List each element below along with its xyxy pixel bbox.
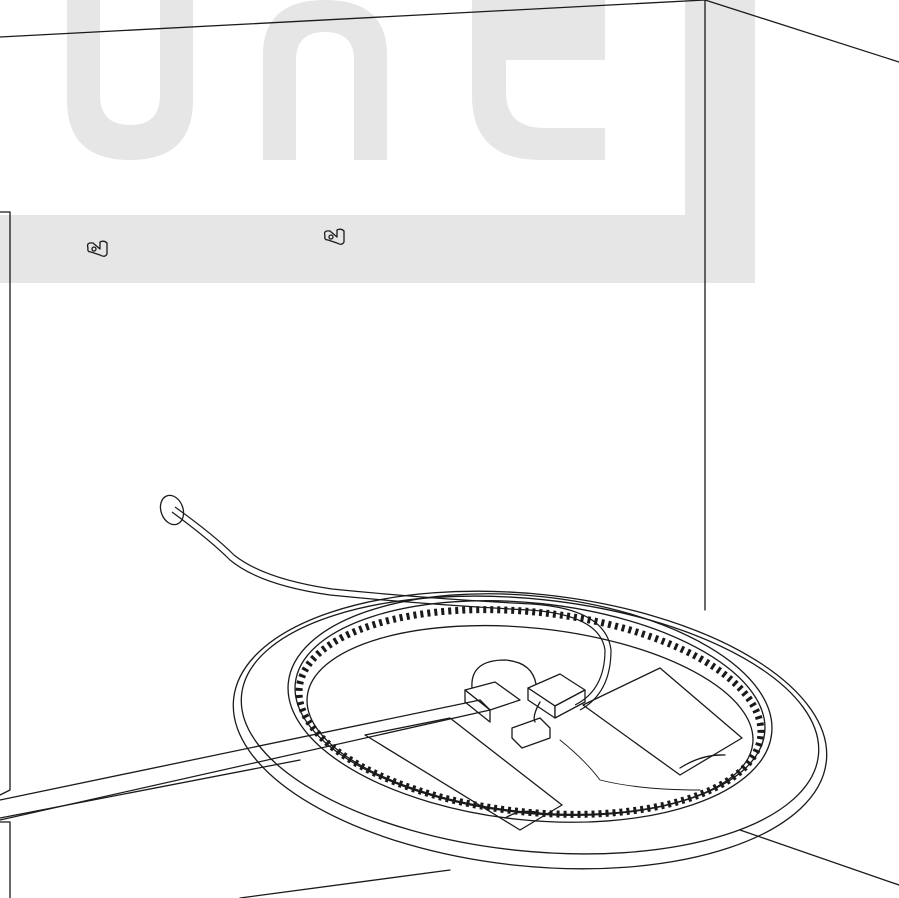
led-strip (295, 606, 765, 818)
mirror-back-frame-inner (294, 600, 766, 816)
mounting-plate-right-slot (679, 754, 726, 769)
bottom-floor-line (239, 869, 451, 898)
mounting-hook-right (323, 228, 345, 245)
terminal-block (511, 717, 551, 749)
wall-top-edge (0, 0, 706, 38)
wall-outlet (159, 494, 185, 526)
link-cable (533, 701, 541, 723)
brand-watermark (0, 0, 755, 283)
power-cable-inner (174, 506, 612, 711)
mirror-back-panel (306, 624, 754, 816)
watermark-letter-e (472, 0, 605, 160)
watermark-letter-n (263, 0, 387, 160)
mounting-plates (364, 667, 743, 831)
mirror-back-frame-outer (287, 593, 773, 823)
mounting-plate-right (582, 667, 743, 776)
driver-box-front (554, 689, 586, 719)
side-wall-top-edge (704, 0, 899, 63)
mounting-plate-left-slot (504, 810, 541, 819)
mounting-plate-left (364, 717, 563, 831)
panel-edge (0, 699, 491, 821)
mirror-outer-rim (232, 590, 828, 870)
mounting-hooks (86, 228, 345, 257)
plate-wire (559, 739, 701, 791)
watermark-band (0, 0, 755, 283)
power-cable-outer (171, 511, 606, 706)
driver-cable (471, 659, 537, 689)
round-mirror-back (232, 590, 828, 870)
diagonal-panel (0, 699, 491, 821)
mirror-rim-inner-edge (240, 595, 820, 855)
floor-right-edge (739, 829, 899, 886)
connector-block (464, 659, 701, 791)
junction-box-side (464, 689, 491, 723)
upper-panel (0, 211, 11, 796)
watermark-letter-u (67, 0, 193, 160)
mounting-hook-left (86, 240, 108, 257)
power-cable (171, 506, 612, 711)
lower-panel (0, 821, 11, 898)
